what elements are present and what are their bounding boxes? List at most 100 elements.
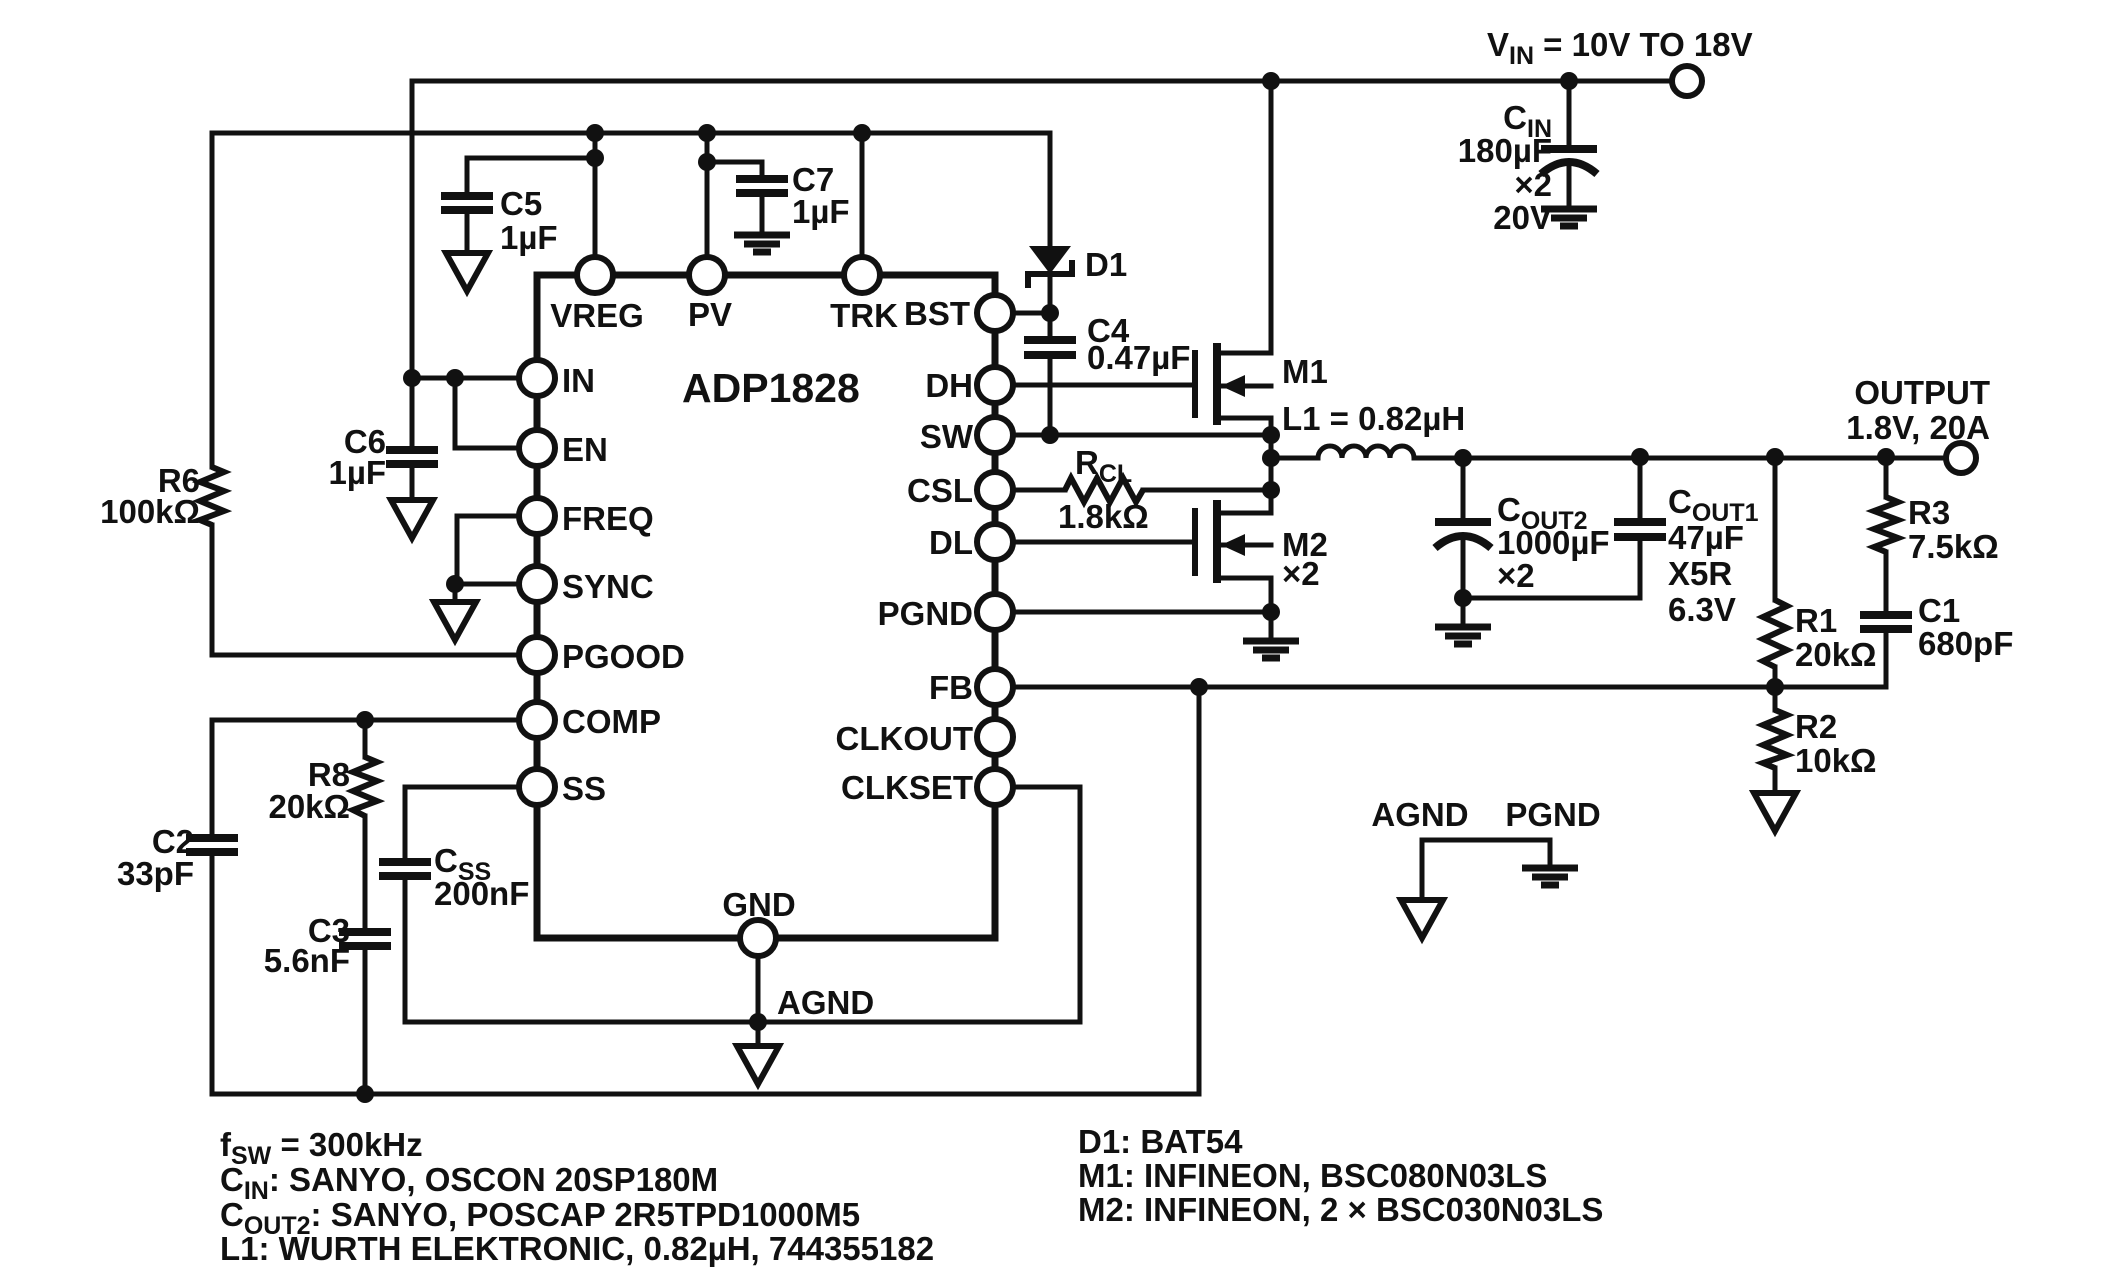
r2-label: R2 10kΩ <box>1795 708 1877 779</box>
svg-text:COUT2: COUT2 <box>1497 491 1588 535</box>
capacitor-c4 <box>1024 336 1076 359</box>
ground-arrow-c6 <box>385 497 439 545</box>
resistor-rcl <box>1062 471 1146 509</box>
mosfet-m2 <box>1192 500 1274 583</box>
vin-label: VIN = 10V TO 18V <box>1487 26 1753 70</box>
svg-text:R6: R6 <box>158 462 200 499</box>
svg-text:X5R: X5R <box>1668 555 1732 592</box>
capacitor-cout1 <box>1614 518 1666 541</box>
svg-text:R2: R2 <box>1795 708 1837 745</box>
svg-text:CIN: CIN <box>1503 99 1552 143</box>
svg-text:DL: DL <box>929 524 973 561</box>
ground-arrow-r2 <box>1748 790 1802 838</box>
css-label: CSS 200nF <box>434 842 529 912</box>
capacitor-cin <box>1538 145 1600 178</box>
svg-text:CSS: CSS <box>434 842 491 886</box>
svg-text:C5: C5 <box>500 185 542 222</box>
m2-label: M2 ×2 <box>1282 526 1328 592</box>
svg-text:47µF: 47µF <box>1668 519 1744 556</box>
svg-text:0.47µF: 0.47µF <box>1087 339 1190 376</box>
svg-text:1µF: 1µF <box>328 454 386 491</box>
notes-left: fSW = 300kHz CIN: SANYO, OSCON 20SP180M … <box>220 1126 934 1267</box>
r1-label: R1 20kΩ <box>1795 602 1877 673</box>
svg-text:6.3V: 6.3V <box>1668 591 1736 628</box>
svg-text:1µF: 1µF <box>792 193 850 230</box>
capacitor-c7 <box>736 175 788 197</box>
resistor-r6 <box>191 464 233 528</box>
terminal-output <box>1943 440 1979 476</box>
ic-pin-circles <box>516 254 1016 959</box>
svg-text:L1: WURTH ELEKTRONIC, 0.82µH,: L1: WURTH ELEKTRONIC, 0.82µH, 744355182 <box>220 1230 934 1267</box>
svg-text:R3: R3 <box>1908 494 1950 531</box>
ground-arrow-sync <box>428 599 482 647</box>
m1-label: M1 <box>1282 353 1328 390</box>
svg-text:R8: R8 <box>308 756 350 793</box>
svg-text:M2: INFINEON, 2 × BSC030N03LS: M2: INFINEON, 2 × BSC030N03LS <box>1078 1191 1603 1228</box>
svg-text:PGND: PGND <box>1505 796 1600 833</box>
svg-text:×2: ×2 <box>1514 166 1552 203</box>
svg-text:C7: C7 <box>792 161 834 198</box>
cout2-label: COUT2 1000µF ×2 <box>1497 491 1610 594</box>
ground-earth-cin <box>1541 205 1597 230</box>
svg-text:1.8V, 20A: 1.8V, 20A <box>1846 409 1990 446</box>
c6-label: C6 1µF <box>328 423 386 491</box>
svg-text:680pF: 680pF <box>1918 625 2013 662</box>
l1-label: L1 = 0.82µH <box>1282 400 1465 437</box>
c4-label: C4 0.47µF <box>1087 312 1190 376</box>
ground-earth-cout2 <box>1435 623 1491 648</box>
terminal-vin <box>1669 63 1705 99</box>
notes-right: D1: BAT54 M1: INFINEON, BSC080N03LS M2: … <box>1078 1123 1603 1228</box>
pin-labels: VREG PV TRK BST IN EN FREQ SYNC PGOOD CO… <box>550 295 974 923</box>
capacitor-c1 <box>1860 611 1912 633</box>
c7-label: C7 1µF <box>792 161 850 230</box>
ground-legend: AGND PGND <box>1371 796 1600 833</box>
capacitor-c3 <box>339 928 391 950</box>
svg-text:CLKSET: CLKSET <box>841 769 973 806</box>
svg-text:CSL: CSL <box>907 472 973 509</box>
svg-text:×2: ×2 <box>1497 557 1535 594</box>
c5-label: C5 1µF <box>500 185 558 256</box>
d1-label: D1 <box>1085 246 1127 283</box>
svg-text:C4: C4 <box>1087 312 1130 349</box>
svg-text:1µF: 1µF <box>500 219 558 256</box>
resistor-r8 <box>344 754 386 819</box>
svg-text:20V: 20V <box>1493 199 1552 236</box>
svg-text:DH: DH <box>925 367 973 404</box>
c3-label: C3 5.6nF <box>264 912 350 979</box>
svg-text:SYNC: SYNC <box>562 568 654 605</box>
svg-text:PV: PV <box>688 296 732 333</box>
svg-text:FB: FB <box>929 669 973 706</box>
ic-name: ADP1828 <box>682 365 860 411</box>
r3-label: R3 7.5kΩ <box>1908 494 1999 565</box>
svg-text:BST: BST <box>904 295 970 332</box>
resistor-r2 <box>1754 707 1796 771</box>
agnd-net-label: AGND <box>777 984 874 1021</box>
svg-text:TRK: TRK <box>830 297 898 334</box>
resistor-r3 <box>1865 494 1907 555</box>
svg-text:C6: C6 <box>344 423 386 460</box>
svg-text:180µF: 180µF <box>1458 132 1552 169</box>
svg-text:PGOOD: PGOOD <box>562 638 685 675</box>
ground-earth-pgnd-mosfet <box>1243 637 1299 662</box>
c1-label: C1 680pF <box>1918 592 2013 662</box>
r8-label: R8 20kΩ <box>268 756 350 825</box>
resistor-r1 <box>1755 597 1795 670</box>
capacitor-c2 <box>186 834 238 856</box>
svg-text:33pF: 33pF <box>117 855 194 892</box>
svg-text:SS: SS <box>562 770 606 807</box>
svg-text:RCL: RCL <box>1075 444 1132 488</box>
ground-arrow-agnd <box>731 1043 785 1091</box>
rcl-label: RCL 1.8kΩ <box>1058 444 1149 535</box>
svg-text:R1: R1 <box>1795 602 1837 639</box>
mosfet-m1 <box>1192 343 1274 425</box>
svg-text:20kΩ: 20kΩ <box>268 788 350 825</box>
ground-arrow-legend-agnd <box>1395 897 1449 945</box>
svg-text:EN: EN <box>562 431 608 468</box>
svg-text:1000µF: 1000µF <box>1497 524 1610 561</box>
capacitor-c6 <box>386 446 438 468</box>
svg-text:M1: INFINEON, BSC080N03LS: M1: INFINEON, BSC080N03LS <box>1078 1157 1547 1194</box>
svg-text:C3: C3 <box>308 912 350 949</box>
cin-label: CIN 180µF ×2 20V <box>1458 99 1552 236</box>
junction-dots <box>356 72 1895 1103</box>
